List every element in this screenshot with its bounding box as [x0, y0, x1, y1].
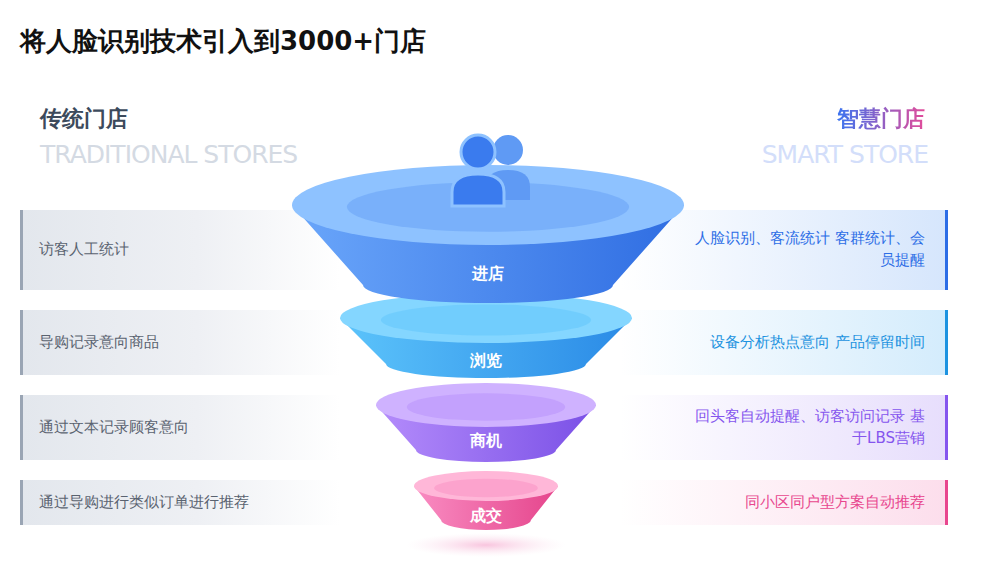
funnel-top [340, 293, 632, 343]
manual-method: 导购记录意向商品 [39, 332, 159, 354]
manual-method: 访客人工统计 [39, 239, 129, 261]
stage-name: 成交 [411, 506, 561, 527]
smart-feature: 设备分析热点意向 产品停留时间 [710, 332, 925, 354]
traditional-band: 通过导购进行类似订单进行推荐 [20, 480, 340, 525]
smart-band: 人脸识别、客流统计 客群统计、会员提醒 [620, 210, 948, 290]
funnel-rim [407, 393, 565, 420]
funnel-rim [381, 305, 591, 336]
column-header: 智慧门店 [837, 104, 925, 134]
smart-band: 同小区同户型方案自动推荐 [620, 480, 948, 525]
traditional-band: 访客人工统计 [20, 210, 340, 290]
funnel-top [376, 383, 596, 427]
smart-band: 设备分析热点意向 产品停留时间 [620, 310, 948, 375]
stage-name: 商机 [373, 431, 599, 452]
smart-feature: 回头客自动提醒、访客访问记录 基于LBS营销 [690, 406, 925, 450]
person-icon [452, 174, 504, 206]
manual-method: 通过文本记录顾客意向 [39, 417, 189, 439]
title: 将人脸识别技术引入到3000+门店 [20, 24, 426, 59]
header-watermark: SMART STORE [762, 140, 928, 169]
column-header: 传统门店 [40, 104, 128, 134]
traditional-band: 通过文本记录顾客意向 [20, 395, 340, 460]
funnel-shape [373, 380, 599, 465]
funnel-rim [434, 479, 538, 498]
header-watermark: TRADITIONAL STORES [40, 140, 297, 169]
person-icon [461, 135, 495, 169]
traditional-band: 导购记录意向商品 [20, 310, 340, 375]
funnel-layer: 成交 [411, 468, 561, 533]
smart-feature: 人脸识别、客流统计 客群统计、会员提醒 [690, 228, 925, 272]
funnel-layer: 浏览 [337, 290, 635, 381]
funnel-layer: 商机 [373, 380, 599, 465]
stage-name: 进店 [289, 264, 687, 285]
funnel-layer: 进店 [289, 75, 687, 306]
stage-name: 浏览 [337, 351, 635, 372]
smart-feature: 同小区同户型方案自动推荐 [745, 492, 925, 514]
funnel-top [414, 471, 558, 501]
smart-band: 回头客自动提醒、访客访问记录 基于LBS营销 [620, 395, 948, 460]
manual-method: 通过导购进行类似订单进行推荐 [39, 492, 249, 514]
person-icon [493, 135, 523, 165]
funnel-top [292, 165, 684, 245]
